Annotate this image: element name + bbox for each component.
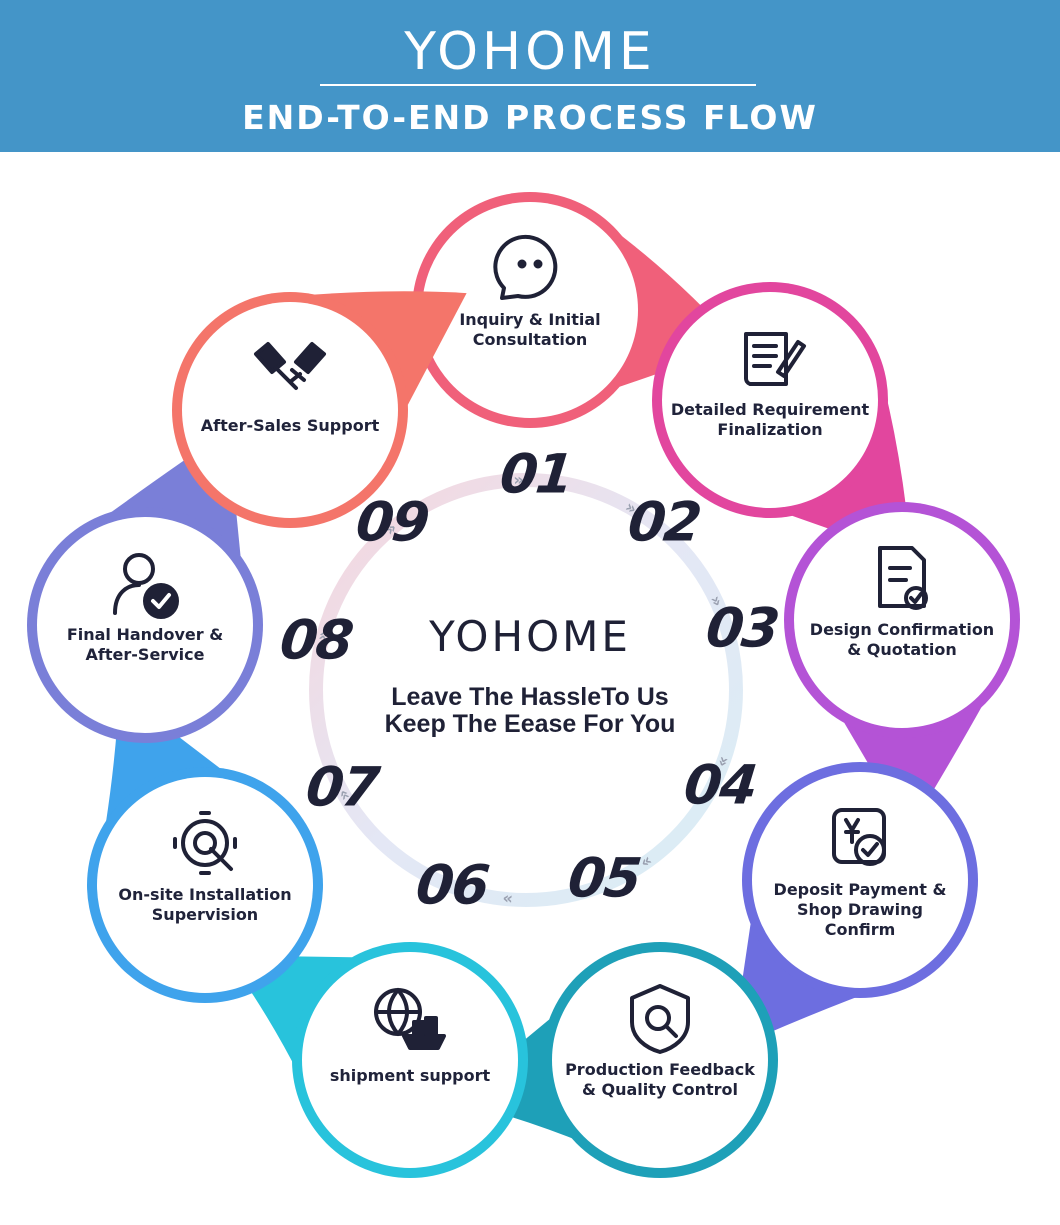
step-03-label-line: & Quotation [847, 640, 957, 659]
step-01-label-line: Inquiry & Initial [459, 310, 601, 329]
globe-ship-icon [374, 988, 446, 1050]
step-02-label-line: Detailed Requirement [670, 400, 870, 419]
slogan-line-2: Keep The Eease For You [384, 710, 676, 738]
step-06-label-line: shipment support [329, 1066, 491, 1085]
step-08-number: 08 [277, 608, 355, 672]
header-brand-logo: YOHOME [404, 22, 656, 82]
header-banner: YOHOME END-TO-END PROCESS FLOW [0, 0, 1060, 152]
step-02-disc [662, 292, 878, 508]
center-brand-logo: YOHOME [429, 612, 631, 661]
ring-arrow-icon: » [502, 890, 514, 910]
step-05-number: 05 [565, 846, 643, 910]
yen-payment-check-icon [832, 808, 886, 866]
step-petals [27, 192, 1020, 1178]
step-08-disc [37, 517, 253, 733]
step-06-label: shipment support [310, 1066, 510, 1086]
step-05-label-line: Production Feedback [565, 1060, 755, 1079]
step-01-disc [422, 202, 638, 418]
step-04-label-line: Deposit Payment & [773, 880, 947, 899]
page-title: END-TO-END PROCESS FLOW [242, 98, 818, 137]
shield-search-icon [630, 984, 690, 1054]
step-02-label-line: Finalization [717, 420, 823, 439]
header-divider [320, 84, 756, 86]
step-07-disc [97, 777, 313, 993]
step-09-label-line: After-Sales Support [200, 416, 380, 435]
slogan-line-1: Leave The HassleTo Us [391, 683, 669, 711]
step-03-number: 03 [703, 596, 781, 660]
ring-arrow-icon: » [513, 470, 524, 489]
step-03-label-line: Design Confirmation [809, 620, 995, 639]
step-07-number: 07 [303, 755, 381, 819]
scroll-pen-icon [744, 332, 806, 386]
step-04-label-line: Shop Drawing Confirm [796, 900, 923, 939]
step-03-disc [794, 512, 1010, 728]
center-ring [309, 473, 743, 907]
handshake-icon [254, 342, 326, 390]
step-06-number: 06 [413, 853, 491, 917]
ring-arrow-icon: » [312, 628, 333, 643]
gear-wrench-icon [173, 811, 237, 875]
step-09-disc [182, 302, 398, 518]
step-05-disc [552, 952, 768, 1168]
step-05-label-line: & Quality Control [581, 1080, 739, 1099]
step-03-label: Design Confirmation& Quotation [802, 620, 1002, 660]
step-07-label-line: On-site Installation [118, 885, 292, 904]
step-04-disc [752, 772, 968, 988]
step-01-label-line: Consultation [472, 330, 588, 349]
document-check-icon [878, 546, 928, 610]
step-08-label: Final Handover &After-Service [45, 625, 245, 665]
step-02-number: 02 [625, 490, 703, 554]
step-09-number: 09 [353, 490, 431, 554]
step-07-label-line: Supervision [151, 905, 259, 924]
step-04-label: Deposit Payment &Shop Drawing Confirm [760, 880, 960, 940]
step-05-label: Production Feedback& Quality Control [560, 1060, 760, 1100]
step-08-label-line: Final Handover & [66, 625, 224, 644]
chat-bubble-face-icon [493, 234, 558, 300]
step-08-label-line: After-Service [85, 645, 205, 664]
user-check-icon [113, 553, 179, 619]
step-09-label: After-Sales Support [190, 416, 390, 436]
step-06-disc [302, 952, 518, 1168]
step-04-number: 04 [681, 753, 759, 817]
step-01-number: 01 [497, 442, 575, 506]
